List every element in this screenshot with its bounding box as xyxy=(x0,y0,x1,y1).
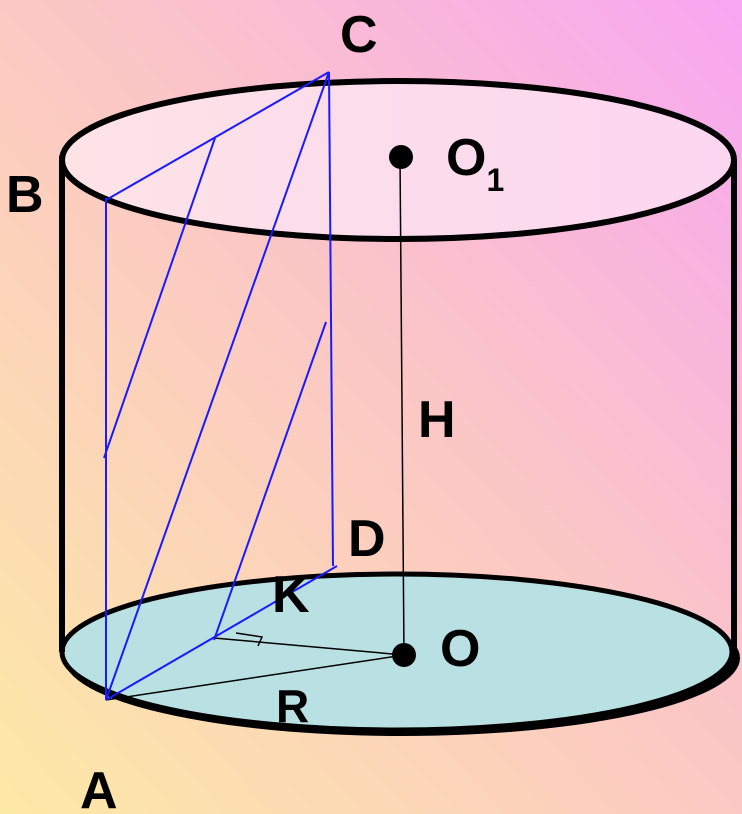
chord-BC xyxy=(105,71,330,201)
label-K: K xyxy=(272,566,310,624)
label-A: A xyxy=(80,762,118,814)
label-O1: O1 xyxy=(446,129,504,198)
right-angle-mark xyxy=(235,632,264,647)
label-B: B xyxy=(6,166,44,224)
segment-KO xyxy=(213,637,405,656)
hatch-line-1 xyxy=(103,137,216,459)
label-O: O xyxy=(440,620,480,678)
diagonal-AC xyxy=(105,71,330,701)
point-O xyxy=(392,643,416,667)
label-O1-subscript: 1 xyxy=(486,162,504,198)
radius-AO xyxy=(105,654,405,701)
hatch-line-2 xyxy=(213,321,327,641)
chord-AD xyxy=(105,565,338,701)
section-lines xyxy=(103,71,338,701)
edge-CD xyxy=(328,71,334,567)
label-R: R xyxy=(276,680,309,732)
label-C: C xyxy=(340,6,378,64)
axis-OO1 xyxy=(399,156,405,656)
label-O1-main: O xyxy=(446,129,486,187)
point-O1 xyxy=(389,145,413,169)
label-D: D xyxy=(348,510,386,568)
label-H: H xyxy=(418,391,456,449)
